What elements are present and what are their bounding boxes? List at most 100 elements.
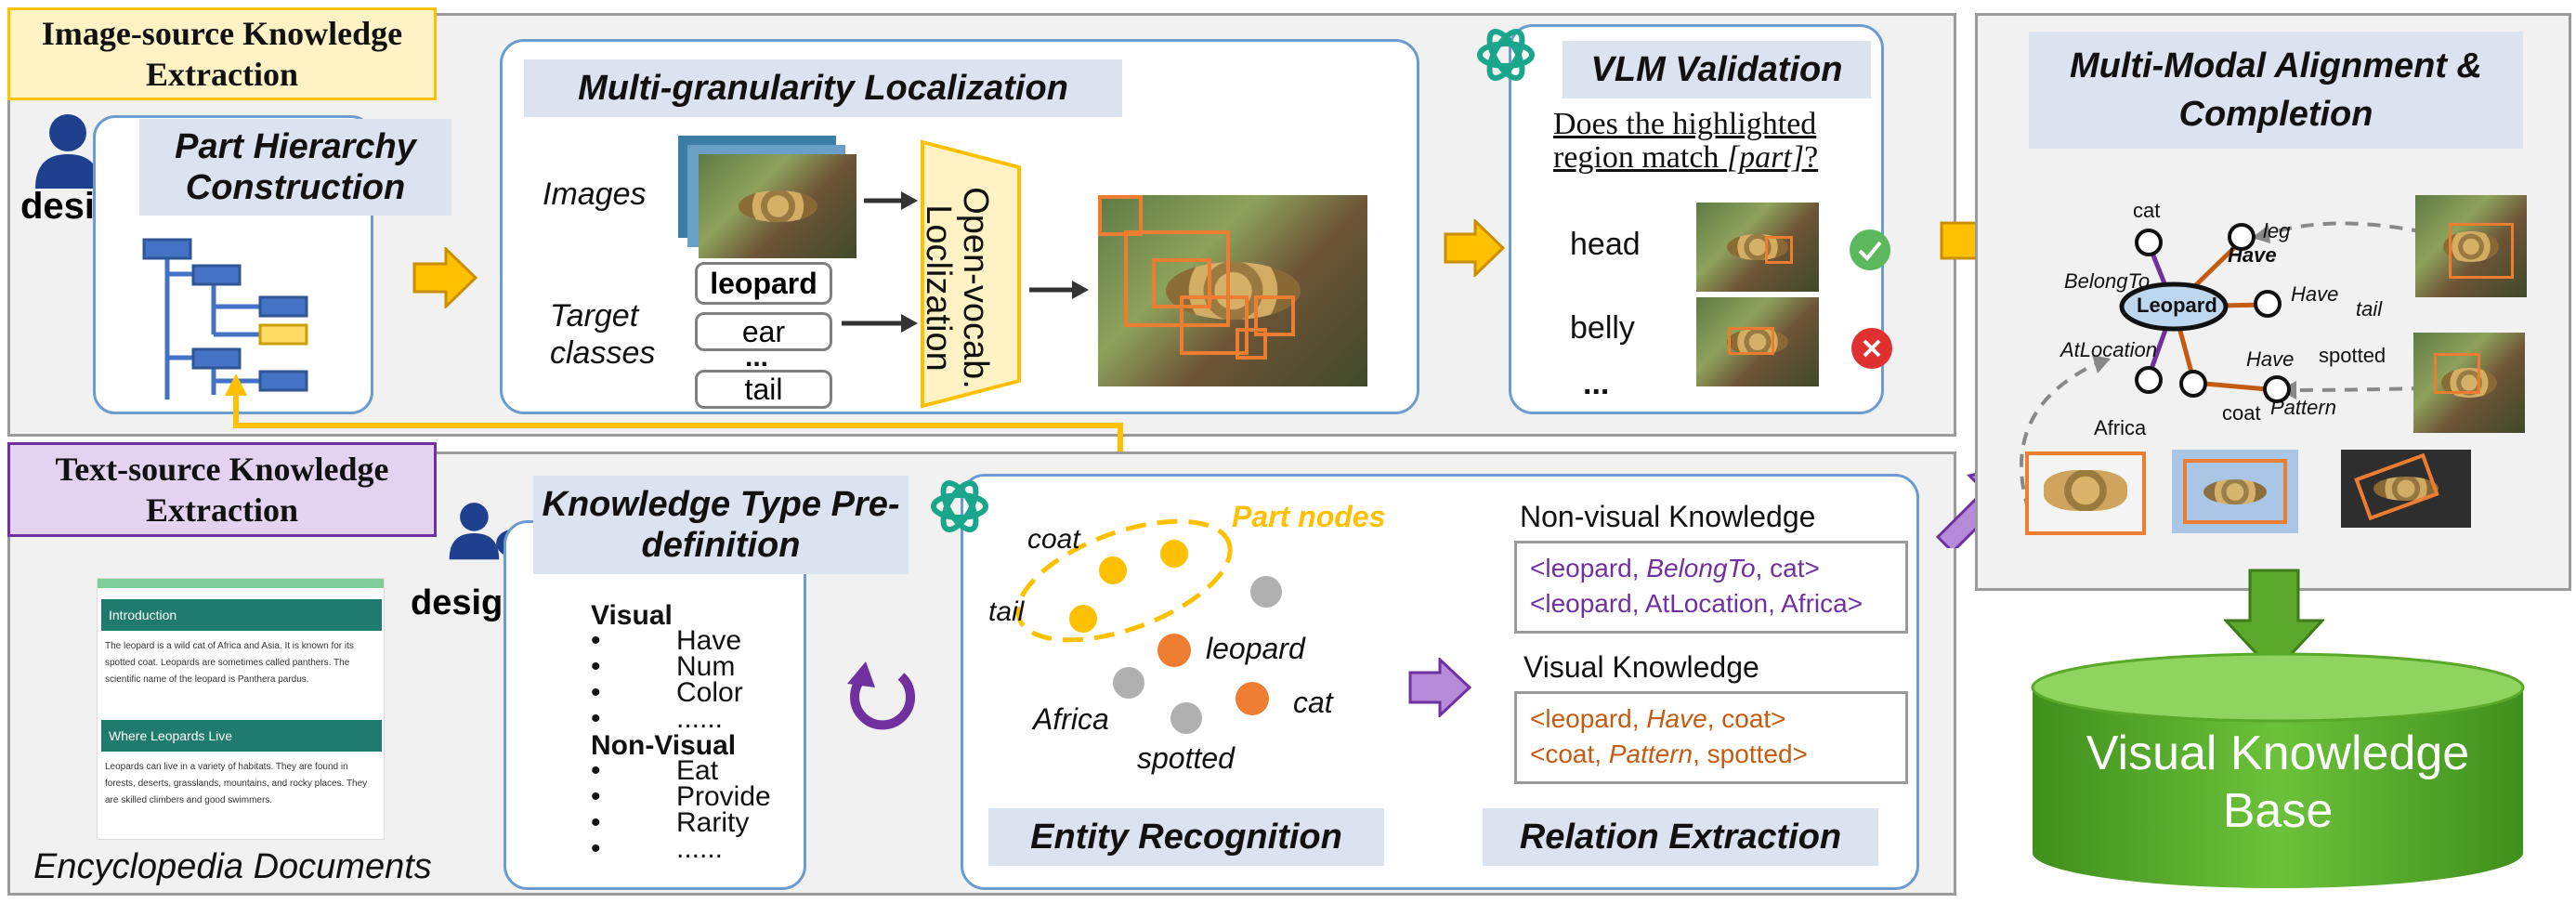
graph-label-spotted: spotted [2319,344,2386,367]
graph-label-tail: tail [2356,297,2383,321]
graph-label-have-bottom: Have [2246,347,2295,371]
graph-label-belongto: BelongTo [2064,269,2151,293]
entity-label-cat: cat [1293,686,1333,719]
graph-label-leg: leg [2263,219,2291,242]
alignment-photo-mid-right [2413,333,2525,433]
vlm-row-belly-box [1728,327,1774,355]
localization-boxes [1098,195,1367,386]
entity-label-spotted: spotted [1137,741,1235,775]
encyclopedia-document: Introduction The leopard is a wild cat o… [97,578,385,840]
vlm-question: Does the highlighted region match [part]… [1553,107,1819,175]
doc-section-text-1: The leopard is a wild cat of Africa and … [105,641,354,685]
entity-label-leopard: leopard [1206,632,1305,665]
graph-label-cat: cat [2133,199,2161,222]
vlm-row-head-box [1765,236,1793,264]
class-pill-leopard: leopard [695,262,832,305]
text-source-title: Text-source Knowledge Extraction [55,451,389,529]
alignment-center-label: Leopard [2137,294,2217,317]
node-africa [1113,667,1144,699]
graph-node-africa [2135,366,2163,394]
flow-arrow-1 [412,245,478,310]
doc-section-text-2: Leopards can live in a variety of habita… [105,762,368,805]
alignment-photo-top-right [2415,195,2527,297]
node-part-2 [1157,537,1191,570]
visual-knowledge-base-label: Visual Knowledge Base [2086,726,2470,838]
graph-label-atlocation: AtLocation [2060,338,2157,361]
node-cat [1236,682,1269,715]
graph-node-tail [2254,290,2282,318]
flow-arrow-purple-inner [1408,656,1472,719]
graph-label-have-top: Have [2228,243,2277,267]
text-source-title-box: Text-source Knowledge Extraction [7,442,437,537]
knowledge-visual-list: •Have •Num •Color •...... [591,625,743,734]
part-nodes-label: Part nodes [1232,500,1386,533]
visual-triples-box: <leopard, Have, coat> <coat, Pattern, sp… [1514,691,1908,784]
cross-icon [1850,327,1893,370]
alignment-photo-bottom-3 [2341,450,2471,528]
class-pill-tail: tail [695,370,832,409]
knowledge-type-title: Knowledge Type Pre-definition [533,476,909,574]
entity-label-africa: Africa [1033,702,1109,736]
nonvisual-triple-2: <leopard, AtLocation, Africa> [1530,589,1863,618]
knowledge-nonvisual-list: •Eat •Provide •Rarity •...... [591,755,771,864]
part-nodes-ellipse [1003,502,1245,660]
part-hierarchy-title: Part Hierarchy Construction [139,119,451,216]
visual-knowledge-title: Visual Knowledge [1523,650,1759,684]
images-label: Images [543,177,647,212]
vlm-row-head-label: head [1570,227,1641,262]
image-source-title: Image-source Knowledge Extraction [41,15,403,93]
nonvisual-knowledge-title: Non-visual Knowledge [1520,500,1816,533]
vlm-title: VLM Validation [1563,41,1871,98]
alignment-graph [1988,177,2564,585]
arrow-images-to-module [864,190,920,212]
hierarchy-tree-icon [130,232,353,409]
knowledge-type-card [503,520,806,890]
relation-extraction-title: Relation Extraction [1483,808,1878,866]
alignment-photo-bottom-2-box [2183,459,2287,524]
arrow-module-to-result [1029,279,1091,301]
graph-node-coat [2179,370,2207,398]
open-vocab-module [920,139,1022,409]
graph-node-spotted [2263,375,2291,403]
alignment-title: Multi-Modal Alignment & Completion [2029,32,2523,149]
encyclopedia-caption: Encyclopedia Documents [33,847,432,886]
visual-knowledge-base-cylinder [2027,650,2529,894]
check-icon [1849,229,1891,271]
alignment-photo-bottom-1-animal [2044,470,2127,511]
target-classes-label: Target classes [550,298,656,371]
image-source-title-box: Image-source Knowledge Extraction [7,7,437,100]
vlm-row-head-photo [1696,203,1819,292]
vlm-row-belly-label: belly [1570,310,1635,346]
entity-label-coat: coat [1027,524,1080,555]
graph-label-coat: coat [2222,401,2261,425]
node-tail [1066,602,1100,635]
visual-triple-2: <coat, Pattern, spotted> [1530,739,1808,768]
alignment-photo-mid-right-box [2434,353,2480,394]
doc-section-heading-2: Where Leopards Live [101,720,382,752]
image-stack-front [699,154,856,258]
visual-triple-1: <leopard, Have, coat> [1530,704,1786,733]
alignment-photo-bottom-2 [2172,450,2298,533]
node-gray-1 [1250,576,1282,608]
cycle-arrow-icon [843,656,922,734]
flow-arrow-to-kb [2222,569,2326,675]
flow-arrow-2 [1444,217,1506,279]
node-spotted [1170,702,1202,734]
nonvisual-triple-1: <leopard, BelongTo, cat> [1530,554,1820,582]
node-coat [1096,554,1130,587]
vlm-row-belly-photo [1696,297,1819,386]
class-pill-ellipsis: ... [745,342,769,373]
openai-icon-top [1471,20,1540,89]
graph-node-cat [2135,229,2163,256]
graph-node-leg [2228,223,2256,251]
nonvisual-triples-box: <leopard, BelongTo, cat> <leopard, AtLoc… [1514,541,1908,634]
entity-recognition-title: Entity Recognition [988,808,1384,866]
openai-icon-bottom [925,472,994,541]
knowledge-nonvisual-heading: Non-Visual [591,730,737,761]
graph-label-have-right: Have [2291,282,2339,306]
knowledge-visual-heading: Visual [591,600,673,631]
node-leopard [1157,634,1191,667]
class-pill-ear: ear [695,312,832,351]
alignment-photo-top-right-box [2449,223,2514,279]
graph-label-pattern: Pattern [2270,396,2336,419]
